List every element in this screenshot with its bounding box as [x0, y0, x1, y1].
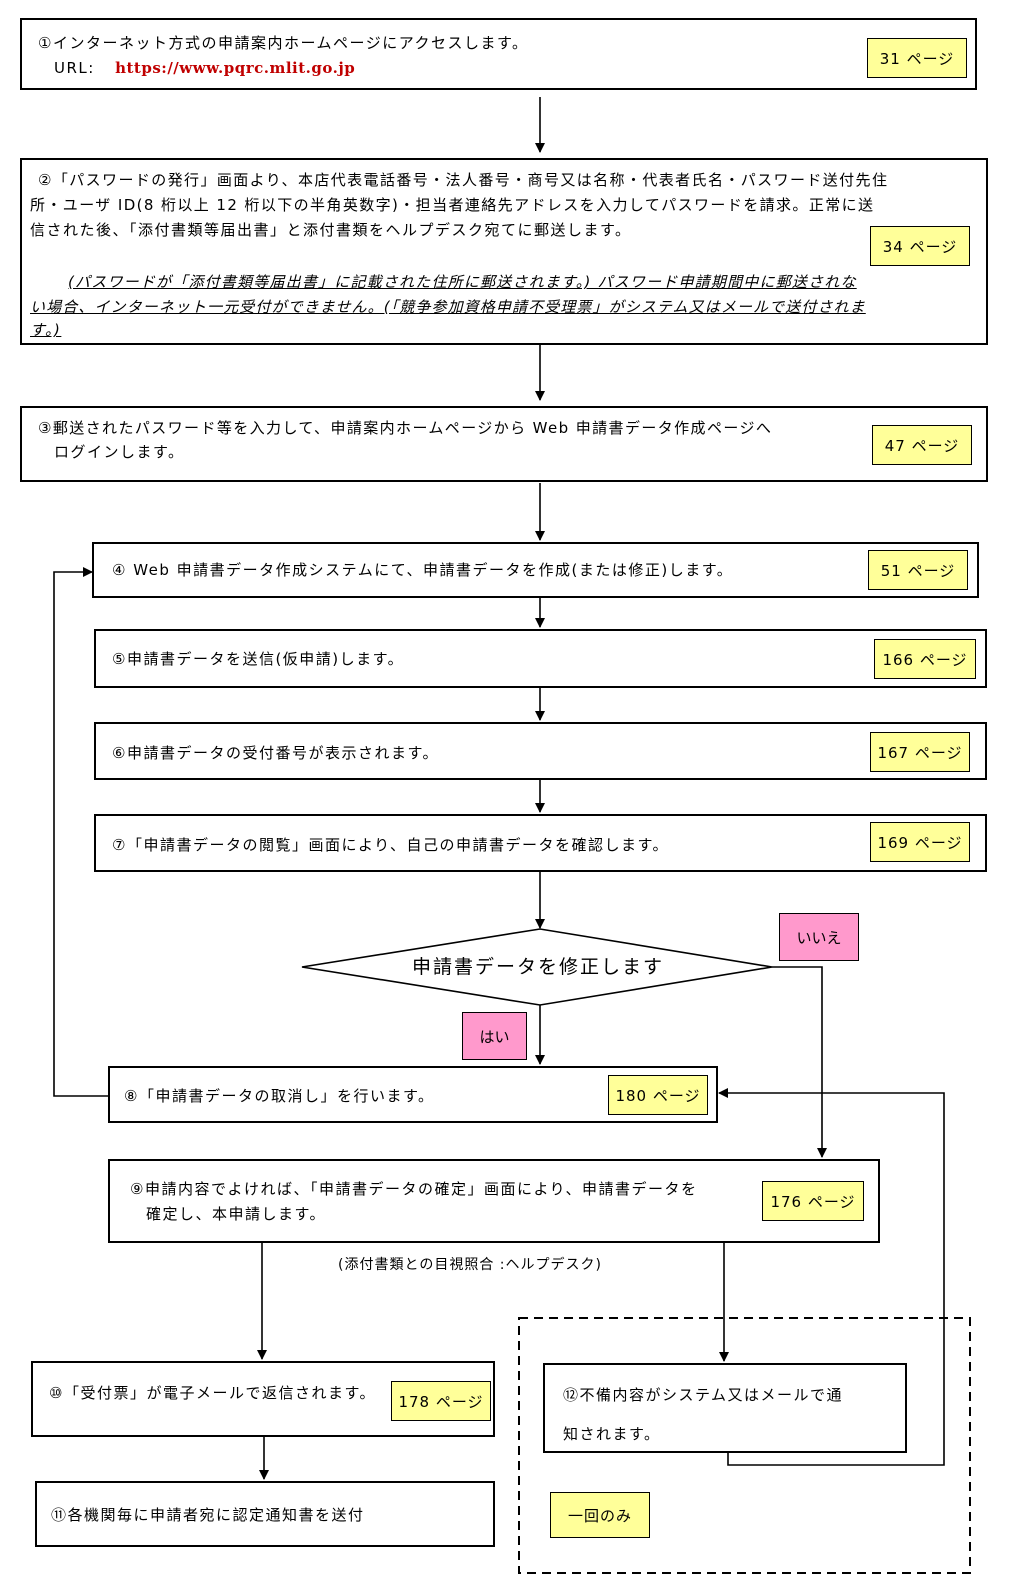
step-3-line-1: ③郵送されたパスワード等を入力して、申請案内ホームページから Web 申請書デー… — [38, 419, 773, 437]
step-9-line-2: 確定し、本申請します。 — [146, 1205, 327, 1223]
step-12-line-1: ⑫不備内容がシステム又はメールで通 — [563, 1386, 844, 1404]
step-2-line-2: 所・ユーザ ID(8 桁以上 12 桁以下の半角英数字)・担当者連絡先アドレスを… — [30, 196, 875, 214]
step-6-box: ⑥申請書データの受付番号が表示されます。 167 ページ — [94, 722, 987, 780]
step-2-note-1: (パスワードが「添付書類等届出書」に記載された住所に郵送されます。) パスワード… — [68, 273, 857, 291]
step-8-box: ⑧「申請書データの取消し」を行います。 180 ページ — [108, 1066, 718, 1123]
decision-label: 申請書データを修正します — [412, 956, 665, 978]
step-5-box: ⑤申請書データを送信(仮申請)します。 166 ページ — [94, 629, 987, 688]
once-dashed-region — [518, 1317, 971, 1574]
step-2-note-3: す。) — [30, 321, 62, 339]
step-3-box: ③郵送されたパスワード等を入力して、申請案内ホームページから Web 申請書デー… — [20, 406, 988, 482]
step-4-box: ④ Web 申請書データ作成システムにて、申請書データを作成(または修正)します… — [92, 542, 979, 598]
page-ref-180: 180 ページ — [608, 1075, 708, 1115]
step-5-text: ⑤申請書データを送信(仮申請)します。 — [112, 650, 405, 668]
page-ref-166: 166 ページ — [874, 639, 976, 679]
step-2-note-2: い場合、インターネット一元受付ができません。(「競争参加資格申請不受理票」がシス… — [30, 298, 866, 316]
step-10-box: ⑩「受付票」が電子メールで返信されます。 178 ページ — [31, 1361, 495, 1437]
decision-no-badge: いいえ — [779, 913, 859, 961]
page-ref-51: 51 ページ — [868, 550, 968, 590]
page-ref-176: 176 ページ — [762, 1181, 864, 1221]
decision-yes-badge: はい — [462, 1012, 527, 1060]
step-10-text: ⑩「受付票」が電子メールで返信されます。 — [49, 1384, 376, 1402]
step-12-line-2: 知されます。 — [563, 1425, 661, 1443]
step-11-text: ⑪各機関毎に申請者宛に認定通知書を送付 — [51, 1506, 365, 1524]
step-2-line-3: 信された後、「添付書類等届出書」と添付書類をヘルプデスク宛てに郵送します。 — [30, 221, 632, 239]
step-11-box: ⑪各機関毎に申請者宛に認定通知書を送付 — [35, 1481, 495, 1547]
step-8-text: ⑧「申請書データの取消し」を行います。 — [124, 1087, 435, 1105]
decision-diamond — [301, 928, 773, 1006]
step-2-box: ②「パスワードの発行」画面より、本店代表電話番号・法人番号・商号又は名称・代表者… — [20, 158, 988, 345]
step-7-text: ⑦「申請書データの閲覧」画面により、自己の申請書データを確認します。 — [112, 836, 670, 854]
step-3-line-2: ログインします。 — [54, 443, 185, 461]
arrow-8-4 — [53, 567, 108, 1097]
once-only-label: 一回のみ — [550, 1492, 650, 1538]
step-2-line-1: ②「パスワードの発行」画面より、本店代表電話番号・法人番号・商号又は名称・代表者… — [38, 171, 889, 189]
step-1-text: ①インターネット方式の申請案内ホームページにアクセスします。 — [38, 34, 529, 52]
visual-check-note: (添付書類との目視照合 :ヘルプデスク) — [338, 1257, 602, 1273]
page-ref-178: 178 ページ — [391, 1381, 491, 1421]
step-7-box: ⑦「申請書データの閲覧」画面により、自己の申請書データを確認します。 169 ペ… — [94, 814, 987, 872]
url-label: URL: — [54, 59, 95, 77]
page-ref-167: 167 ページ — [870, 732, 970, 772]
step-12-box: ⑫不備内容がシステム又はメールで通 知されます。 — [543, 1363, 907, 1453]
step-9-line-1: ⑨申請内容でよければ、「申請書データの確定」画面により、申請書データを — [130, 1180, 698, 1198]
step-1-url-line: URL: https://www.pqrc.mlit.go.jp — [54, 56, 355, 81]
site-url-link[interactable]: https://www.pqrc.mlit.go.jp — [115, 59, 356, 77]
page-ref-169: 169 ページ — [870, 822, 970, 862]
step-1-box: ①インターネット方式の申請案内ホームページにアクセスします。 URL: http… — [20, 18, 977, 90]
arrow-decision-9 — [772, 966, 827, 1158]
step-6-text: ⑥申請書データの受付番号が表示されます。 — [112, 744, 439, 762]
page-ref-47: 47 ページ — [872, 425, 972, 465]
page-ref-34: 34 ページ — [870, 226, 970, 266]
step-9-box: ⑨申請内容でよければ、「申請書データの確定」画面により、申請書データを 確定し、… — [108, 1159, 880, 1243]
page-ref-31: 31 ページ — [867, 38, 967, 78]
arrow-12-8 — [718, 1088, 945, 1466]
step-4-text: ④ Web 申請書データ作成システムにて、申請書データを作成(または修正)します… — [112, 561, 734, 579]
